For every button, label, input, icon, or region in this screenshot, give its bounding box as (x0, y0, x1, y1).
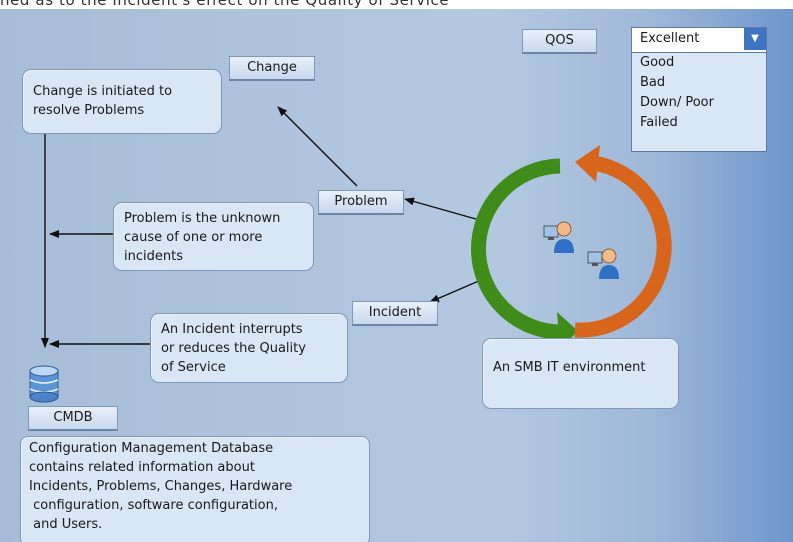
problem-description: Problem is the unknown cause of one or m… (113, 202, 314, 271)
environment-text: An SMB IT environment (493, 360, 646, 375)
change-desc-line-2: resolve Problems (33, 103, 145, 118)
cmdb-label: CMDB (28, 406, 118, 431)
incident-desc-line-2: or reduces the Quality (161, 341, 306, 356)
itsm-diagram-panel: QOS Excellent ▼ Good Bad Down/ Poor Fail… (0, 9, 793, 542)
incident-desc-line-1: An Incident interrupts (161, 322, 303, 337)
cmdb-desc-line-1: Configuration Management Database (29, 441, 274, 456)
change-desc-line-1: Change is initiated to (33, 84, 173, 99)
problem-desc-line-3: incidents (124, 249, 183, 264)
qos-selected-value[interactable]: Excellent ▼ (632, 28, 766, 53)
qos-selected-text: Excellent (640, 31, 700, 46)
qos-option-down-poor[interactable]: Down/ Poor (640, 95, 714, 110)
orange-cycle-arrow (574, 154, 672, 338)
incident-description: An Incident interrupts or reduces the Qu… (150, 313, 348, 383)
problem-desc-line-2: cause of one or more (124, 230, 263, 245)
qos-option-bad[interactable]: Bad (640, 75, 666, 90)
orange-arrowhead (575, 145, 600, 182)
incident-label: Incident (352, 301, 438, 326)
green-cycle-arrow (471, 158, 564, 340)
cmdb-desc-line-5: and Users. (29, 517, 103, 532)
cmdb-desc-line-2: contains related information about (29, 460, 255, 475)
environment-box: An SMB IT environment (482, 338, 679, 409)
it-environment-cycle (471, 145, 672, 349)
incident-desc-line-3: of Service (161, 360, 226, 375)
cmdb-description: Configuration Management Database contai… (20, 436, 370, 542)
problem-desc-line-1: Problem is the unknown (124, 211, 281, 226)
top-caption: ned as to the Incident's effect on the Q… (0, 0, 450, 9)
change-label: Change (229, 56, 315, 81)
qos-label: QOS (522, 29, 597, 54)
qos-option-failed[interactable]: Failed (640, 115, 678, 130)
problem-label: Problem (318, 190, 404, 215)
cmdb-desc-line-4: configuration, software configuration, (29, 498, 278, 513)
arrow-cycle-to-problem (404, 197, 491, 224)
database-icon (29, 365, 59, 403)
users-icon (543, 221, 619, 279)
arrow-problem-to-change (277, 106, 358, 187)
cmdb-desc-line-3: Incidents, Problems, Changes, Hardware (29, 479, 293, 494)
change-description: Change is initiated to resolve Problems (22, 69, 222, 134)
dropdown-arrow-icon[interactable]: ▼ (744, 28, 766, 50)
qos-option-good[interactable]: Good (640, 55, 675, 70)
qos-dropdown[interactable]: Excellent ▼ Good Bad Down/ Poor Failed (631, 27, 767, 152)
